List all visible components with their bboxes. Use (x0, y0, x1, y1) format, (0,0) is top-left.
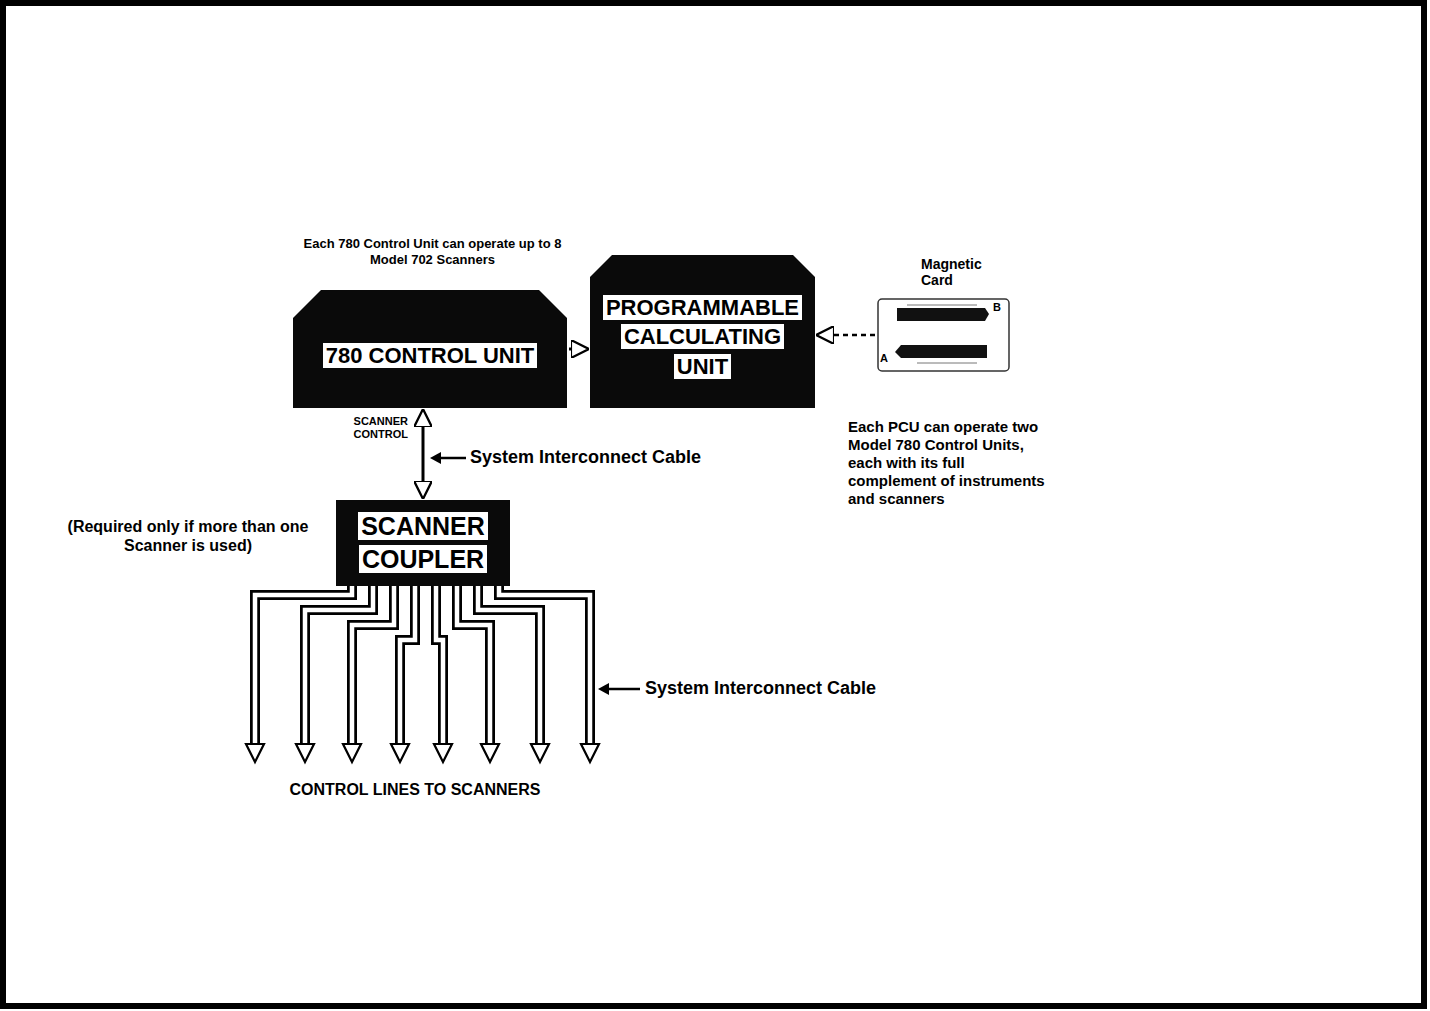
card-letter: B (993, 301, 1001, 314)
cable-outline (436, 582, 443, 745)
cable-arrowhead (343, 744, 361, 762)
leader-head (598, 683, 609, 695)
unit-name: SCANNER COUPLER (358, 512, 488, 573)
cable-core (352, 582, 394, 745)
card-letter: A (880, 352, 888, 365)
cable-arrowhead (246, 744, 264, 762)
unit-note: Each 780 Control Unit can operate up to … (285, 236, 580, 267)
cable-core (499, 582, 590, 745)
magnetic-stripe (895, 345, 987, 358)
pcu-note: Each PCU can operate two Model 780 Contr… (848, 418, 1053, 508)
magnetic-card: Magnetic Card (877, 298, 1010, 372)
cable-core (400, 582, 415, 745)
control-unit: 780 CONTROL UNIT (293, 290, 567, 408)
unit-housing (293, 290, 567, 408)
node-body: SCANNER COUPLER (336, 500, 510, 586)
connector (422, 410, 425, 498)
coupler-note: (Required only if more than one Scanner … (42, 517, 334, 555)
card-heading: Magnetic Card (921, 257, 1001, 288)
magnetic-stripe (897, 308, 989, 321)
cable-arrowhead (296, 744, 314, 762)
node-body: PROGRAMMABLE CALCULATING UNIT (590, 255, 815, 408)
unit-name: PROGRAMMABLE CALCULATING UNIT (603, 295, 802, 378)
leader-line (438, 457, 466, 460)
cable-outline (499, 582, 590, 745)
magnetic-card-outline (877, 298, 1010, 372)
card-body (878, 299, 1009, 371)
unit-housing (590, 255, 815, 408)
leader-line (606, 688, 640, 691)
node-body: 780 CONTROL UNIT (293, 290, 567, 408)
unit-name: 780 CONTROL UNIT (323, 343, 538, 368)
cable-label: System Interconnect Cable (645, 678, 876, 700)
cable-arrowhead (581, 744, 599, 762)
cable-outline (478, 582, 540, 745)
cable-arrowhead (434, 744, 452, 762)
connector (569, 348, 588, 351)
page-frame (3, 3, 1424, 1006)
port-name: SCANNER CONTROL (330, 415, 408, 441)
coupler-housing (336, 500, 510, 586)
cable-outline (352, 582, 394, 745)
calculating-unit: PROGRAMMABLE CALCULATING UNIT (590, 255, 815, 408)
cable-outline (305, 582, 373, 745)
cable-arrowhead (531, 744, 549, 762)
cable-label: System Interconnect Cable (470, 447, 701, 469)
scanner-coupler: SCANNER COUPLER (336, 500, 510, 586)
connector (817, 334, 875, 337)
cable-core (478, 582, 540, 745)
leader-head (430, 452, 441, 464)
card-mark (907, 305, 977, 306)
lines-caption: CONTROL LINES TO SCANNERS (225, 780, 605, 799)
cable-core (436, 582, 443, 745)
cable-outline (400, 582, 415, 745)
control-lines (246, 572, 599, 762)
cable-core (305, 582, 373, 745)
cable-arrowhead (481, 744, 499, 762)
card-mark (917, 363, 977, 364)
cable-arrowhead (391, 744, 409, 762)
